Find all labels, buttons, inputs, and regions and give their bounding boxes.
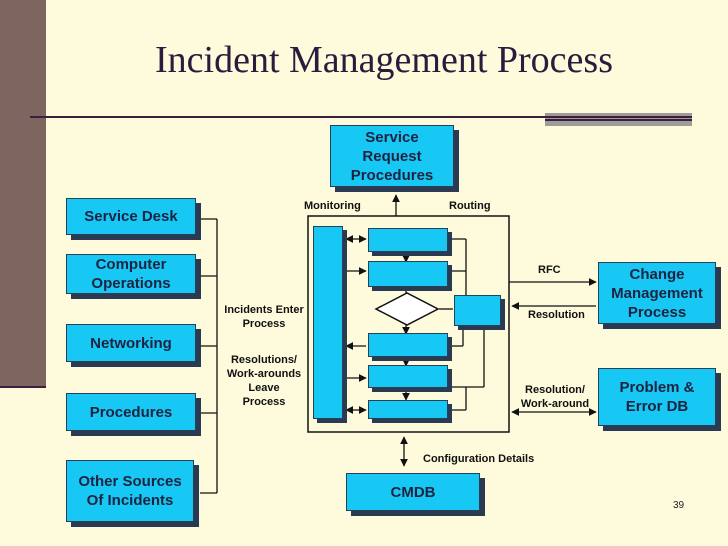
label-monitoring: Monitoring <box>304 200 361 212</box>
label-rfc: RFC <box>538 264 561 276</box>
left-accent-underline <box>0 386 46 388</box>
label-configuration-details: Configuration Details <box>423 453 535 465</box>
decision-diamond <box>374 292 440 326</box>
cmdb-box: CMDB <box>346 473 480 511</box>
label-resolution-workaround: Resolution/Work-around <box>520 384 590 410</box>
title-rule-accent-line <box>545 119 692 121</box>
process-step-2 <box>368 261 448 287</box>
source-procedures: Procedures <box>66 393 196 431</box>
page-number: 39 <box>673 500 685 511</box>
process-step-3 <box>368 333 448 357</box>
label-routing: Routing <box>449 200 491 212</box>
source-service-desk: Service Desk <box>66 198 196 235</box>
process-step-1 <box>368 228 448 252</box>
page-title: Incident Management Process <box>155 39 613 81</box>
title-rule <box>30 116 692 118</box>
process-tall-bar <box>313 226 343 419</box>
process-step-5 <box>368 400 448 419</box>
process-step-4 <box>368 365 448 388</box>
label-resolution: Resolution <box>528 309 585 321</box>
problem-error-db-box: Problem &Error DB <box>598 368 716 426</box>
source-networking: Networking <box>66 324 196 362</box>
left-accent-bar <box>0 0 46 388</box>
process-step-side <box>454 295 501 326</box>
